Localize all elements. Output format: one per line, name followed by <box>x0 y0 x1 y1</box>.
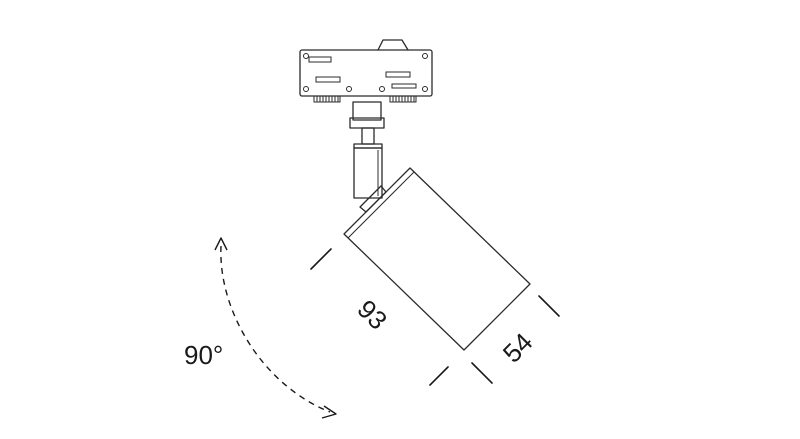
rotation-arc <box>220 245 331 413</box>
arrow-up-icon <box>214 237 228 251</box>
rotation-angle-label: 90° <box>184 340 223 370</box>
stem <box>349 101 385 199</box>
length-tick-lower <box>429 366 449 386</box>
dimension-length: 93 <box>310 248 449 386</box>
arrow-right-icon <box>321 405 337 419</box>
length-label: 93 <box>352 294 394 336</box>
length-tick-upper <box>310 248 332 270</box>
diameter-tick-lower <box>471 362 493 384</box>
dimension-diameter: 54 <box>471 295 560 384</box>
lamp-body <box>343 167 531 351</box>
diameter-label: 54 <box>497 327 539 369</box>
diameter-tick-upper <box>538 295 560 317</box>
track-adapter <box>299 39 433 103</box>
rotation-indicator: 90° <box>184 237 337 419</box>
